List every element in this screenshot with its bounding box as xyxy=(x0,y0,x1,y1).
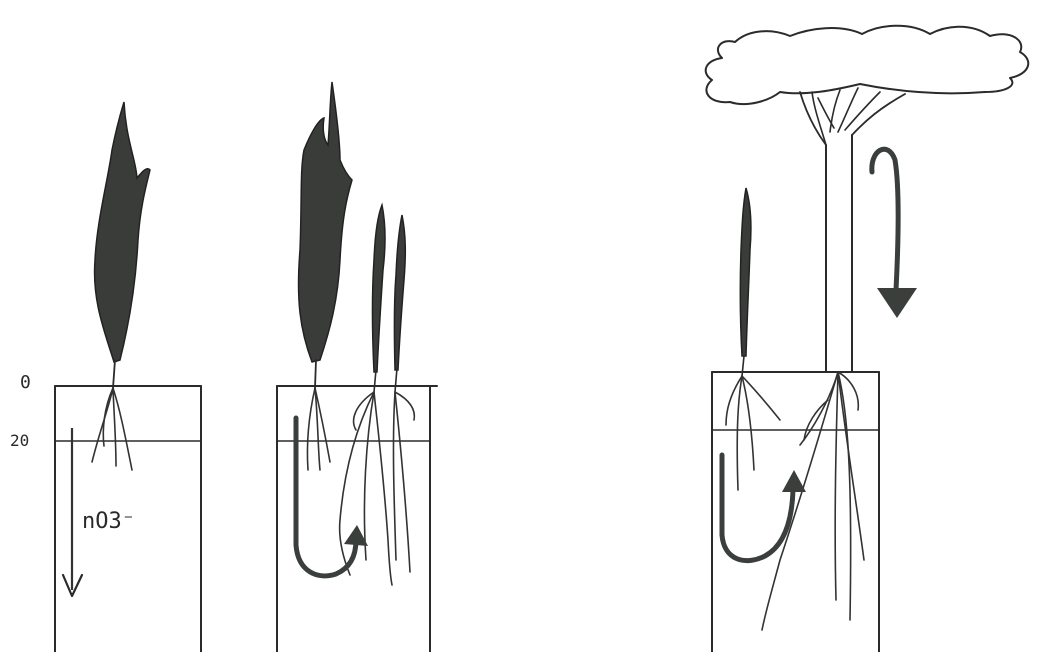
nitrate-label: nO3⁻ xyxy=(82,509,135,534)
tree-canopy-icon xyxy=(706,26,1029,104)
roots-1 xyxy=(92,388,132,470)
roots-2 xyxy=(307,388,414,585)
grass-blade-icon xyxy=(740,188,751,356)
soil-column-2 xyxy=(277,386,437,652)
tree-trunk xyxy=(800,88,905,372)
nitrate-uptake-arrow xyxy=(722,455,806,561)
roots-3 xyxy=(726,372,864,630)
grass-blade-icon xyxy=(299,82,353,362)
depth-label-surface: 0 xyxy=(20,372,31,393)
grass-blade-icon xyxy=(95,102,150,362)
nitrate-leaching-arrow xyxy=(63,428,82,596)
depth-label-20: 20 xyxy=(10,431,29,450)
seedling-icon xyxy=(394,215,405,370)
panel-intercrop xyxy=(277,82,437,652)
litter-return-arrow xyxy=(872,149,917,318)
seedling-icon xyxy=(373,205,386,372)
panel-tree-grass xyxy=(706,26,1029,652)
panel-single-plant: 0 20 nO3⁻ xyxy=(10,102,201,652)
